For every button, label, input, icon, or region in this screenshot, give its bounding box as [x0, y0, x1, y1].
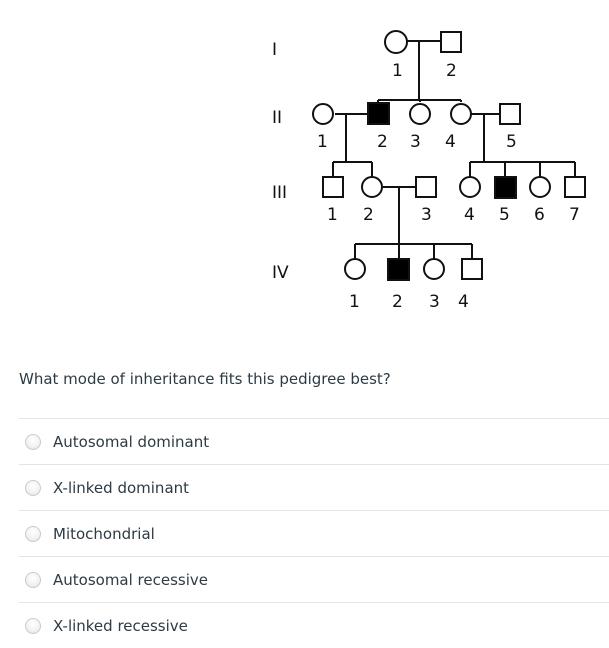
- individual-number-III-7: 7: [569, 205, 580, 225]
- individual-number-III-6: 6: [534, 205, 545, 225]
- individual-number-III-1: 1: [327, 205, 338, 225]
- pedigree-female-II-3: [409, 103, 431, 125]
- individual-number-III-5: 5: [499, 205, 510, 225]
- individual-number-II-3: 3: [410, 132, 421, 152]
- answer-label-mitochondrial: Mitochondrial: [53, 524, 155, 543]
- individual-number-I-2: 2: [446, 61, 457, 81]
- pedigree-male-III-7: [564, 176, 586, 198]
- pedigree-diagram: I II III IV 1 2 1 2 3 4 5 1 2 3 4 5 6 7 …: [272, 30, 586, 312]
- individual-number-II-4: 4: [445, 132, 456, 152]
- individual-number-IV-2: 2: [392, 292, 403, 312]
- generation-label-iii: III: [272, 183, 287, 203]
- individual-number-I-1: 1: [392, 61, 403, 81]
- individual-number-II-5: 5: [506, 132, 517, 152]
- answer-option-x-linked-recessive[interactable]: X-linked recessive: [19, 602, 609, 648]
- radio-button-icon[interactable]: [25, 479, 41, 496]
- individual-number-III-2: 2: [363, 205, 374, 225]
- generation-label-ii: II: [272, 108, 282, 128]
- pedigree-female-III-6: [529, 176, 551, 198]
- generation-label-i: I: [272, 40, 277, 60]
- question-prompt: What mode of inheritance fits this pedig…: [19, 370, 391, 388]
- radio-button-icon[interactable]: [25, 525, 41, 542]
- pedigree-female-IV-3: [423, 258, 445, 280]
- answer-option-autosomal-dominant[interactable]: Autosomal dominant: [19, 418, 609, 464]
- answer-option-autosomal-recessive[interactable]: Autosomal recessive: [19, 556, 609, 602]
- individual-number-II-1: 1: [317, 132, 328, 152]
- pedigree-male-I-2: [440, 31, 462, 53]
- generation-label-iv: IV: [272, 263, 289, 283]
- radio-button-icon[interactable]: [25, 617, 41, 634]
- pedigree-male-II-5: [499, 103, 521, 125]
- answer-label-autosomal-dominant: Autosomal dominant: [53, 432, 210, 451]
- pedigree-female-II-4: [450, 103, 472, 125]
- answer-option-mitochondrial[interactable]: Mitochondrial: [19, 510, 609, 556]
- pedigree-affected-male-IV-2: [387, 258, 410, 281]
- pedigree-affected-male-II-2: [367, 102, 390, 125]
- individual-number-II-2: 2: [377, 132, 388, 152]
- individual-number-IV-4: 4: [458, 292, 469, 312]
- pedigree-female-IV-1: [344, 258, 366, 280]
- answer-label-autosomal-recessive: Autosomal recessive: [53, 570, 209, 589]
- pedigree-female-I-1: [384, 30, 408, 54]
- answer-options: Autosomal dominant X-linked dominant Mit…: [19, 418, 609, 648]
- pedigree-male-IV-4: [461, 258, 483, 280]
- individual-number-III-3: 3: [421, 205, 432, 225]
- individual-number-III-4: 4: [464, 205, 475, 225]
- radio-button-icon[interactable]: [25, 433, 41, 450]
- answer-option-x-linked-dominant[interactable]: X-linked dominant: [19, 464, 609, 510]
- pedigree-affected-male-III-5: [494, 176, 517, 199]
- answer-label-x-linked-dominant: X-linked dominant: [53, 478, 190, 497]
- individual-number-IV-1: 1: [349, 292, 360, 312]
- pedigree-male-III-1: [322, 176, 344, 198]
- pedigree-female-III-2: [361, 176, 383, 198]
- pedigree-male-III-3: [415, 176, 437, 198]
- pedigree-female-II-1: [312, 103, 334, 125]
- pedigree-female-III-4: [459, 176, 481, 198]
- answer-label-x-linked-recessive: X-linked recessive: [53, 616, 188, 635]
- individual-number-IV-3: 3: [429, 292, 440, 312]
- radio-button-icon[interactable]: [25, 571, 41, 588]
